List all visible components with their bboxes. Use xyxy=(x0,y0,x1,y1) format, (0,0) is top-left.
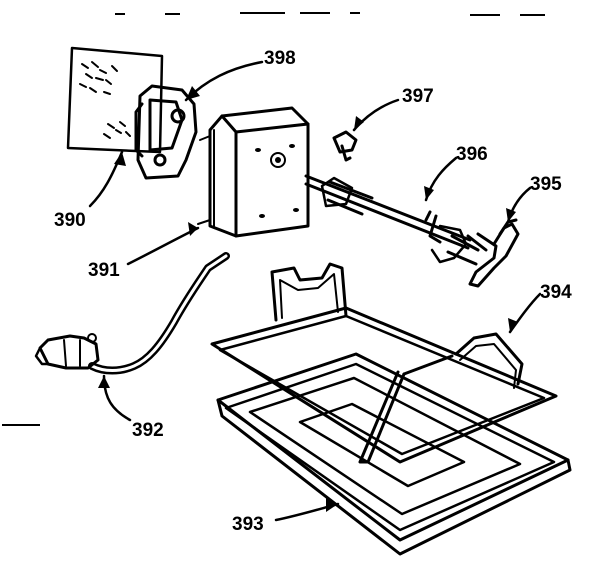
rack-394 xyxy=(210,262,558,464)
callout-398: 398 xyxy=(264,48,296,69)
arrowheads xyxy=(98,86,518,512)
bracket-398 xyxy=(134,84,198,180)
callout-396: 396 xyxy=(456,144,488,165)
leader-lines xyxy=(88,60,542,522)
callout-394: 394 xyxy=(540,282,572,303)
callout-labels: 398 397 396 395 390 391 394 392 393 xyxy=(54,48,572,535)
callout-397: 397 xyxy=(402,86,434,107)
leader-397 xyxy=(352,98,400,132)
rotisserie-motor-391 xyxy=(197,106,310,238)
spit-rod-396 xyxy=(304,174,480,266)
callout-395: 395 xyxy=(530,174,562,195)
screw-397 xyxy=(332,130,358,162)
callout-393: 393 xyxy=(232,514,264,535)
leader-391 xyxy=(126,226,200,266)
drip-pan-393 xyxy=(216,352,572,556)
mounting-plate-390 xyxy=(66,46,164,154)
callout-390: 390 xyxy=(54,210,86,231)
handle-395 xyxy=(466,218,520,288)
leader-392 xyxy=(102,374,132,422)
callout-392: 392 xyxy=(132,420,164,441)
power-cord-392 xyxy=(34,252,230,375)
callout-391: 391 xyxy=(88,260,120,281)
scan-artifacts xyxy=(2,12,545,426)
